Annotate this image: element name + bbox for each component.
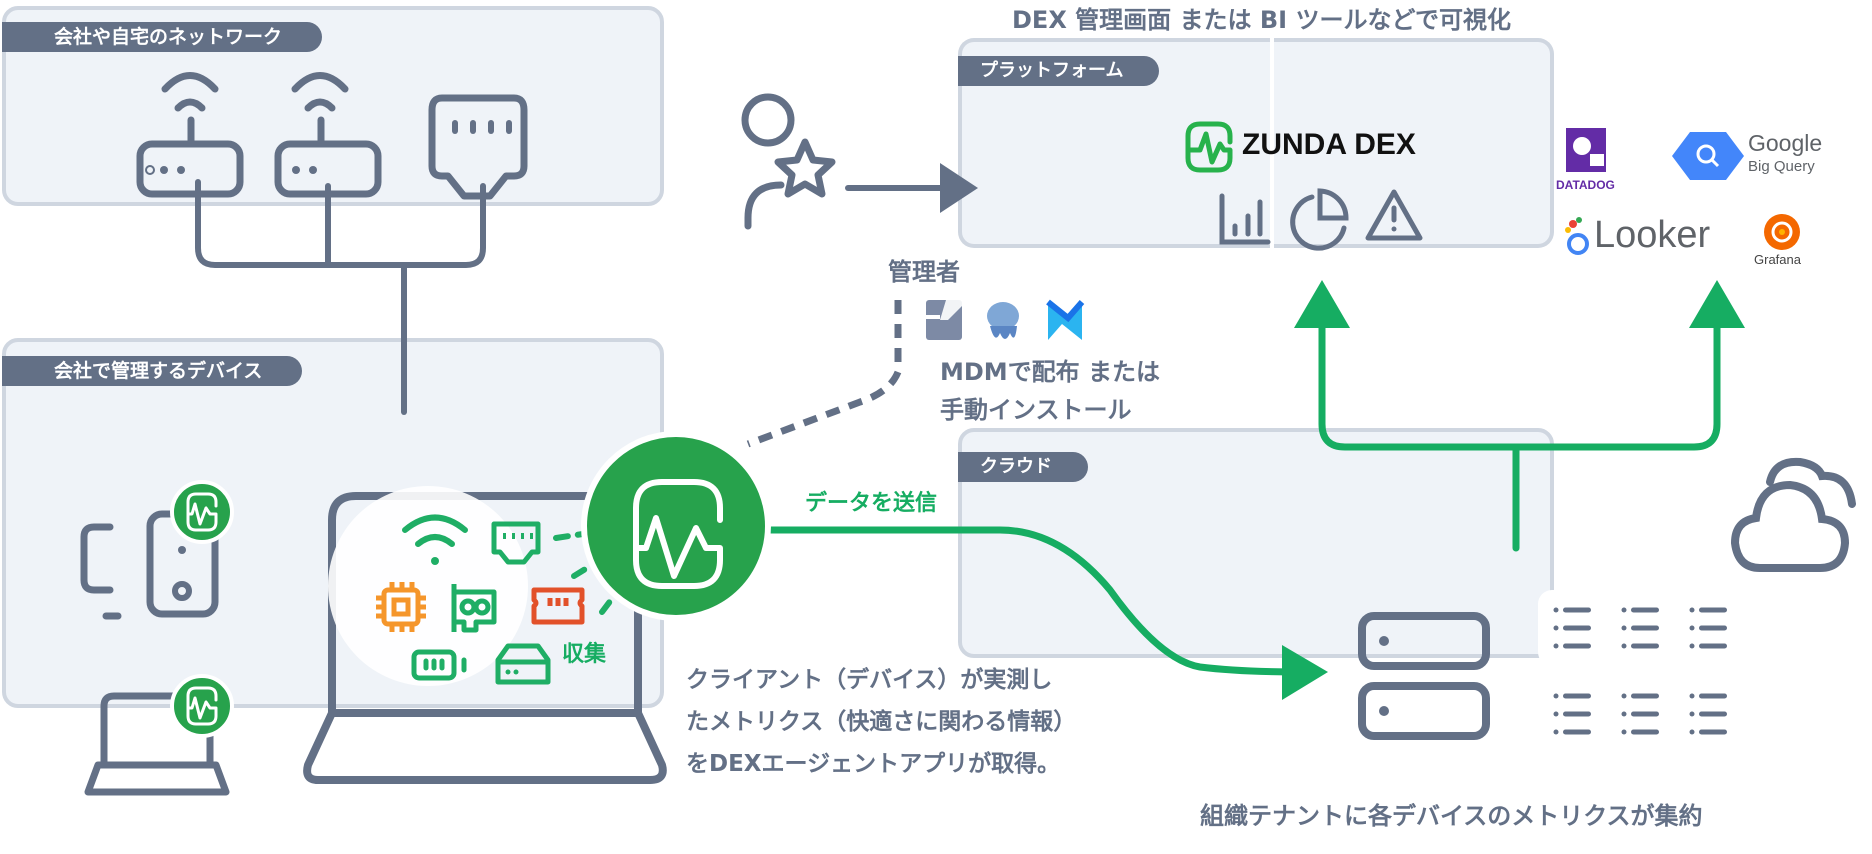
pie-chart-icon (1290, 188, 1349, 251)
list-bullet (1689, 643, 1695, 649)
install-dashed-line (746, 300, 902, 448)
dex-agent-badge (581, 431, 771, 621)
wifi-signal-icon (402, 514, 468, 547)
zunda-dex-logo-icon (1185, 121, 1233, 173)
list-bullet (1689, 729, 1695, 735)
list-line (1563, 607, 1591, 613)
ethernet-small-icon (491, 521, 541, 565)
platform-panel-label: プラットフォーム (958, 56, 1160, 86)
agent-description-line-1: クライアント（デバイス）が実測し (686, 667, 1053, 693)
intune-like-icon (1046, 299, 1085, 340)
list-bullet (1621, 711, 1627, 717)
cloud-caption: 組織テナントに各デバイスのメトリクスが集約 (1200, 802, 1703, 830)
bigquery-label-2[interactable]: Big Query (1748, 158, 1815, 175)
storage-drive-icon (495, 643, 551, 685)
wifi-router-icon (274, 72, 382, 198)
network-panel-label: 会社や自宅のネットワーク (2, 22, 323, 52)
dex-agent-badge-small (170, 480, 234, 544)
collect-highlight (328, 486, 528, 686)
arrow-head-bi-tools (1689, 280, 1745, 328)
list-line (1563, 625, 1591, 631)
list-bullet (1553, 729, 1559, 735)
cloud-panel-label: クラウド (958, 452, 1088, 482)
memory-icon (531, 587, 585, 625)
admin-to-platform-arrow (845, 163, 978, 213)
router-led (160, 166, 168, 174)
jamf-icon (926, 300, 962, 340)
grafana-label[interactable]: Grafana (1754, 252, 1801, 267)
list-bullet (1553, 711, 1559, 717)
network-connection-lines (195, 179, 486, 415)
battery-icon (411, 649, 467, 681)
list-line (1563, 693, 1591, 699)
diagram-title: DEX 管理画面 または BI ツールなどで可視化 (1012, 6, 1511, 34)
list-bullet (1553, 643, 1559, 649)
list-line (1631, 625, 1659, 631)
datadog-icon (1566, 128, 1606, 172)
metrics-list-cards (1538, 590, 1754, 752)
list-bullet (1621, 729, 1627, 735)
admin-icon (741, 93, 836, 230)
list-bullet (1689, 711, 1695, 717)
list-bullet (1621, 625, 1627, 631)
devices-panel-label: 会社で管理するデバイス (2, 356, 303, 386)
list-bullet (1689, 693, 1695, 699)
admin-label: 管理者 (888, 258, 960, 286)
list-bullet (1621, 643, 1627, 649)
gpu-card-icon (451, 584, 497, 633)
cpu-icon (376, 582, 426, 632)
list-line (1631, 711, 1659, 717)
list-bullet (1621, 693, 1627, 699)
cloud-to-platform-arrows (1318, 306, 1721, 552)
list-line (1699, 625, 1727, 631)
list-line (1631, 693, 1659, 699)
install-method-line-2: 手動インストール (940, 396, 1132, 424)
list-line (1699, 711, 1727, 717)
cloud-icon (1730, 457, 1856, 572)
bigquery-label-1[interactable]: Google (1748, 130, 1823, 156)
ethernet-port-icon (428, 94, 528, 200)
zunda-dex-brand[interactable]: ZUNDA DEX (1242, 128, 1416, 161)
list-line (1699, 693, 1727, 699)
grafana-icon (1764, 214, 1800, 250)
list-line (1699, 729, 1727, 735)
agent-description-line-2: たメトリクス（快適さに関わる情報） (686, 709, 1077, 735)
list-bullet (1621, 607, 1627, 613)
bar-chart-icon (1219, 193, 1271, 245)
list-line (1563, 711, 1591, 717)
list-bullet (1553, 607, 1559, 613)
list-line (1563, 729, 1591, 735)
wifi-router-icon (136, 72, 244, 198)
jellyfish-mdm-icon (987, 302, 1019, 339)
send-data-arrow-head (1282, 645, 1328, 700)
bigquery-icon (1672, 132, 1744, 180)
list-bullet (1553, 693, 1559, 699)
dex-agent-badge-small (170, 674, 234, 738)
arrow-head-platform (1294, 280, 1350, 328)
datadog-label[interactable]: DATADOG (1556, 178, 1615, 192)
collect-label: 収集 (562, 642, 607, 667)
list-line (1631, 729, 1659, 735)
list-bullet (1689, 625, 1695, 631)
send-data-curve (770, 526, 1301, 676)
server-icon (1358, 612, 1490, 740)
list-line (1563, 643, 1591, 649)
install-method-line-1: MDMで配布 または (940, 358, 1161, 386)
list-bullet (1689, 607, 1695, 613)
looker-icon (1565, 217, 1589, 255)
list-bullet (1553, 625, 1559, 631)
looker-label[interactable]: Looker (1594, 214, 1711, 256)
list-line (1699, 607, 1727, 613)
list-line (1631, 607, 1659, 613)
list-line (1699, 643, 1727, 649)
warning-icon (1365, 189, 1423, 241)
agent-description-line-3: をDEXエージェントアプリが取得。 (686, 751, 1061, 777)
list-line (1631, 643, 1659, 649)
send-data-label: データを送信 (805, 491, 938, 516)
